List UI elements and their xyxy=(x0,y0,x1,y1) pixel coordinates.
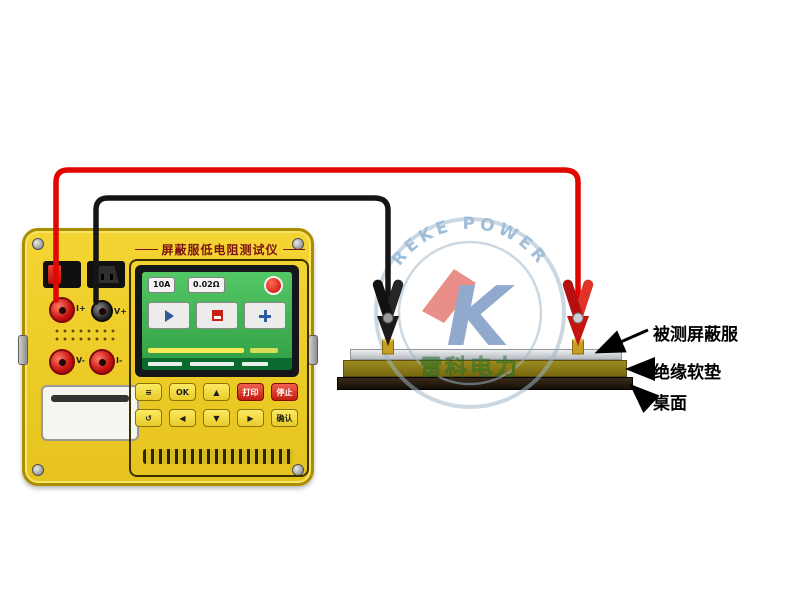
terminal-label: V- xyxy=(76,356,85,365)
binding-post-cap xyxy=(572,338,584,342)
printer-slot xyxy=(41,385,139,441)
terminal-label: V+ xyxy=(114,307,127,316)
red-clamp xyxy=(562,279,594,355)
keypad-row: ≡ OK ▲ 打印 停止 xyxy=(135,383,301,401)
plate-line xyxy=(282,249,306,250)
red-flash-icon xyxy=(422,269,476,323)
left-key: ◀ xyxy=(169,409,196,427)
clamp-arm xyxy=(571,279,594,326)
corner-screw xyxy=(32,238,44,250)
clamp-pivot xyxy=(572,312,584,324)
terminal-post-i-minus: I- xyxy=(89,349,122,375)
confirm-key: 确认 xyxy=(271,409,298,427)
down-key: ▼ xyxy=(203,409,230,427)
clamp-arm xyxy=(372,279,395,326)
lcd-menu-button xyxy=(196,302,238,329)
table-surface-bar xyxy=(337,377,633,390)
plate-line xyxy=(135,249,158,250)
power-inlet xyxy=(87,261,125,288)
lcd-display: 10A 0.02Ω xyxy=(142,272,292,370)
rocker-icon xyxy=(48,265,61,284)
right-key: ▶ xyxy=(237,409,264,427)
black-clamp xyxy=(372,279,404,355)
print-key: 打印 xyxy=(237,383,264,401)
status-bar xyxy=(142,358,292,370)
clamp-jaw xyxy=(377,316,399,346)
up-key: ▲ xyxy=(203,383,230,401)
settings-icon xyxy=(259,309,271,322)
terminal-post-i-plus: I+ xyxy=(49,297,86,323)
clamp-jaw xyxy=(567,316,589,346)
callout-label-shield: 被测屏蔽服 xyxy=(653,325,738,345)
callout-arrow-shield xyxy=(594,328,649,354)
menu-key: ≡ xyxy=(135,383,162,401)
clamp-pivot xyxy=(382,312,394,324)
terminal-post-v-minus: V- xyxy=(49,349,85,375)
status-segment xyxy=(242,362,268,366)
terminal-label: I+ xyxy=(76,304,86,313)
keypad-row: ↺ ◀ ▼ ▶ 确认 xyxy=(135,409,301,427)
current-value-button: 10A xyxy=(148,277,176,293)
reset-key: ↺ xyxy=(135,409,162,427)
chart-icon xyxy=(211,310,223,321)
tester-device: 屏蔽服低电阻测试仪 I+ V+ V- I- xyxy=(18,228,318,486)
callout-label-pad: 绝缘软垫 xyxy=(653,363,721,383)
lcd-menu-button xyxy=(148,302,190,329)
status-segment xyxy=(190,362,234,366)
terminal-post-v-plus: V+ xyxy=(91,300,127,322)
speaker-grille xyxy=(53,327,115,344)
socket-pin xyxy=(110,274,113,280)
status-segment xyxy=(148,362,182,366)
device-title: 屏蔽服低电阻测试仪 xyxy=(161,243,279,257)
vent-grille xyxy=(143,449,293,464)
shield-sample-bar xyxy=(350,349,622,360)
terminal-label: I- xyxy=(116,356,123,365)
clamp-arm xyxy=(381,279,404,326)
resistance-value-button: 0.02Ω xyxy=(188,277,225,293)
record-indicator-icon xyxy=(264,276,283,295)
play-icon xyxy=(164,309,174,322)
lcd-screen: 10A 0.02Ω xyxy=(135,265,299,377)
socket-pin xyxy=(119,274,122,280)
lcd-menu-button xyxy=(244,302,286,329)
status-line xyxy=(250,348,278,353)
watermark-arc-text: REKE POWER xyxy=(388,214,552,270)
insulation-pad-bar xyxy=(343,360,627,377)
binding-post-cap xyxy=(382,338,394,342)
side-latch xyxy=(308,335,318,365)
side-latch xyxy=(18,335,28,365)
clamp-arm xyxy=(562,279,585,326)
ok-key: OK xyxy=(169,383,196,401)
keypad: ≡ OK ▲ 打印 停止 ↺ ◀ ▼ ▶ 确认 xyxy=(135,383,301,427)
corner-screw xyxy=(32,464,44,476)
socket-pin xyxy=(101,274,104,280)
stop-key: 停止 xyxy=(271,383,298,401)
callout-arrow-table xyxy=(629,383,660,414)
device-name-plate: 屏蔽服低电阻测试仪 xyxy=(135,241,306,258)
power-switch xyxy=(43,261,81,288)
socket-hole xyxy=(93,266,119,283)
status-line xyxy=(148,348,244,353)
callout-label-table: 桌面 xyxy=(653,394,687,414)
paper-slot xyxy=(51,395,129,402)
